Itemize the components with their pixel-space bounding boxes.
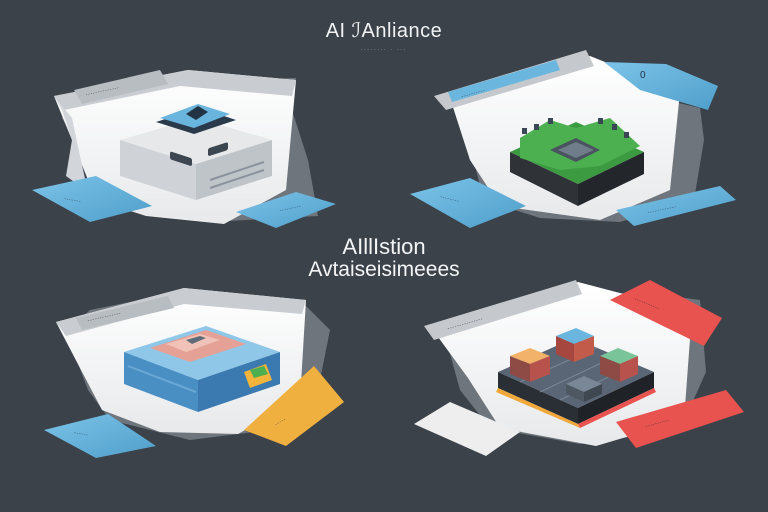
- server-right-tag: ‐‐‐‐‐‐‐‐‐: [236, 192, 336, 228]
- page-subtitle: ‐‐‐‐‐‐‐‐ ‐ ‐‐‐: [360, 46, 408, 51]
- server-top-tag: ‐‐‐‐‐‐‐‐‐‐‐‐‐‐: [74, 70, 168, 104]
- server-left-tag-label: ‐‐‐‐‐‐‐: [64, 196, 82, 205]
- page-title: AI ℐAnliance: [325, 20, 443, 42]
- cluster-right-bottom-tag: ‐‐‐‐‐‐‐‐‐‐: [616, 390, 744, 448]
- landscape-corner-tag: 0: [604, 62, 718, 110]
- center-title: AIllIstion: [342, 234, 426, 259]
- cluster-left-paper: [414, 402, 520, 456]
- building-left-tag: ‐‐‐‐‐‐: [44, 414, 156, 458]
- cluster-block-icon: [496, 328, 656, 428]
- server-panel: ‐‐‐‐‐‐‐‐‐‐‐‐‐‐ ‐‐‐‐‐‐‐ ‐‐‐‐‐‐‐‐‐: [32, 70, 336, 228]
- landscape-top-tag: ‐‐‐‐‐‐‐‐‐‐: [434, 50, 594, 110]
- building-right-tag: ‐‐‐‐‐: [244, 366, 344, 446]
- landscape-corner-tag-label: 0: [640, 70, 646, 81]
- server-right-tag-label: ‐‐‐‐‐‐‐‐‐: [279, 203, 302, 213]
- cluster-right-top-tag: ‐‐‐‐‐‐‐‐‐‐‐: [610, 280, 722, 346]
- server-left-tag: ‐‐‐‐‐‐‐: [32, 176, 152, 222]
- landscape-left-tag: ‐‐‐‐‐‐‐‐: [410, 178, 526, 228]
- server-box-icon: [120, 104, 272, 200]
- building-block-icon: [124, 326, 280, 412]
- landscape-right-tag: ‐‐‐‐‐‐‐‐‐‐‐‐: [616, 186, 736, 226]
- landscape-block-icon: [510, 118, 644, 206]
- building-top-tag: ‐‐‐‐‐‐‐‐‐‐‐‐‐‐: [76, 296, 174, 330]
- cluster-panel: ‐‐‐‐‐‐‐‐‐‐‐‐‐‐‐ ‐‐‐‐‐‐‐‐‐‐‐: [414, 280, 744, 456]
- center-subtitle: Avtaiseisimeees: [308, 258, 460, 281]
- landscape-panel: ‐‐‐‐‐‐‐‐‐‐ 0 ‐‐‐‐‐‐‐‐ ‐‐‐‐‐‐‐‐‐‐‐: [410, 50, 736, 228]
- building-panel: ‐‐‐‐‐‐‐‐‐‐‐‐‐‐ ‐‐‐‐‐‐ ‐‐‐‐‐: [44, 288, 344, 458]
- building-left-tag-label: ‐‐‐‐‐‐: [74, 430, 90, 438]
- landscape-left-tag-label: ‐‐‐‐‐‐‐‐: [440, 194, 461, 205]
- building-right-tag-label: ‐‐‐‐‐: [274, 416, 288, 427]
